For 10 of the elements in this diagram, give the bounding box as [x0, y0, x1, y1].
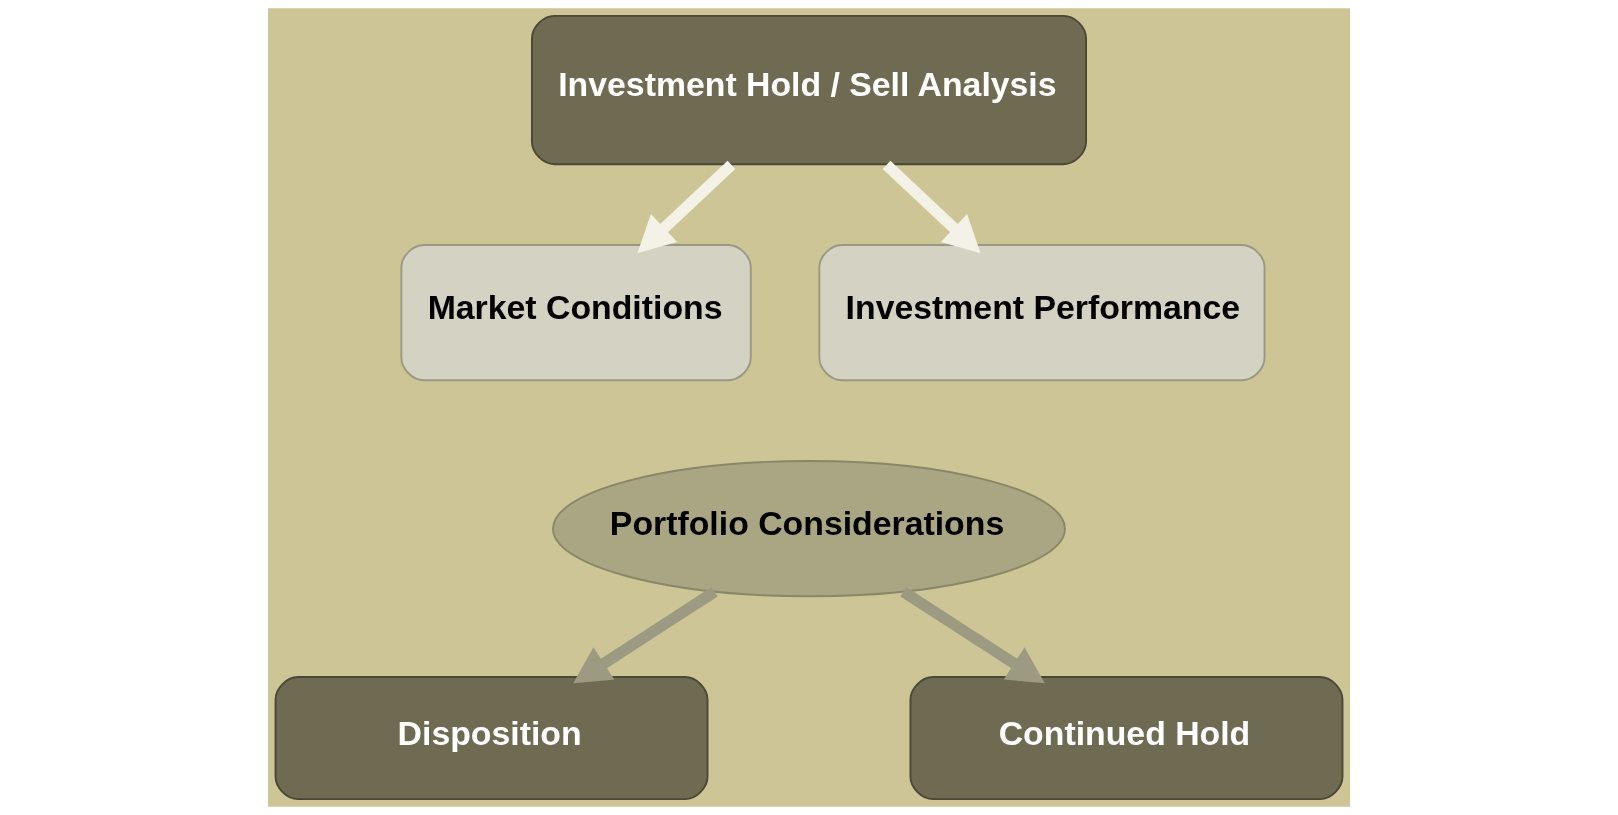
arrow [882, 160, 981, 254]
arrow [573, 586, 718, 684]
node-ellipse: Portfolio Considerations [552, 460, 1066, 598]
node-box: Continued Hold [909, 676, 1344, 801]
node-box: Investment Performance [818, 244, 1266, 382]
node-box: Market Conditions [400, 244, 752, 382]
arrow [900, 586, 1045, 684]
node-box: Disposition [274, 676, 709, 801]
node-box: Investment Hold / Sell Analysis [531, 14, 1087, 166]
arrow [637, 160, 736, 254]
